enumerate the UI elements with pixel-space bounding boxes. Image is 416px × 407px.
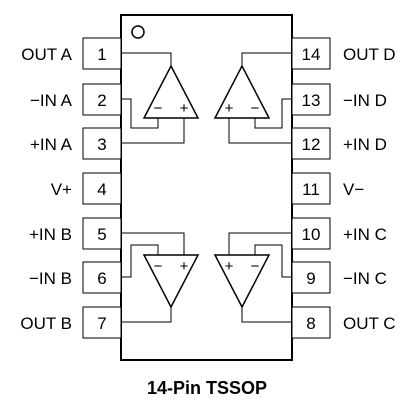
pin-label: −IN B <box>29 269 72 288</box>
pin-number: 7 <box>97 314 106 333</box>
pin-number: 14 <box>302 45 321 64</box>
pin-label: +IN A <box>30 135 73 154</box>
op-amp-d: + − <box>213 52 292 144</box>
pin-number: 5 <box>97 225 106 244</box>
op-amp-triangle <box>142 254 200 309</box>
pin-label: +IN C <box>343 225 387 244</box>
op-amp-triangle <box>213 64 271 119</box>
pin-box <box>291 306 331 339</box>
pin-3: 3 +IN A <box>30 127 122 160</box>
pin-label: OUT B <box>20 314 72 333</box>
pin-box <box>291 172 331 205</box>
pin-7: 7 OUT B <box>20 306 122 339</box>
wire-inv-a <box>121 98 159 129</box>
wire-inv-b <box>121 244 159 278</box>
pin-number: 1 <box>97 45 106 64</box>
pin-number: 9 <box>306 269 315 288</box>
package-caption: 14-Pin TSSOP <box>147 378 267 398</box>
pin-number: 12 <box>302 135 321 154</box>
pin-label: OUT A <box>21 45 72 64</box>
pin-box <box>291 217 331 250</box>
pin-8: 8 OUT C <box>291 306 396 339</box>
pin-4: 4 V+ <box>51 172 122 205</box>
pin-label: −IN A <box>30 91 73 110</box>
left-pins: 1 OUT A 2 −IN A 3 +IN A 4 V+ 5 +IN B 6 −… <box>20 37 122 339</box>
pin-label: +IN D <box>343 135 387 154</box>
pin-number: 4 <box>97 180 106 199</box>
pin-13: 13 −IN D <box>291 83 387 116</box>
wire-out-c <box>241 307 292 323</box>
plus-sign: + <box>225 258 234 275</box>
op-amp-c: + − <box>213 232 292 323</box>
pin-box <box>82 83 122 116</box>
pin-label: V+ <box>51 180 72 199</box>
pin-number: 3 <box>97 135 106 154</box>
pin-label: OUT C <box>343 314 396 333</box>
pin-box <box>82 306 122 339</box>
pin-box <box>82 127 122 160</box>
pin-box <box>82 37 122 70</box>
pin-box <box>291 261 331 294</box>
pin1-indicator <box>131 25 145 39</box>
op-amp-triangle <box>213 254 271 309</box>
pin-9: 9 −IN C <box>291 261 387 294</box>
wire-out-d <box>241 52 292 66</box>
minus-sign: − <box>251 258 260 275</box>
pin-number: 13 <box>302 91 321 110</box>
right-pins: 14 OUT D 13 −IN D 12 +IN D 11 V− 10 +IN … <box>291 37 396 339</box>
wire-noninv-c <box>228 232 292 255</box>
pin-number: 6 <box>97 269 106 288</box>
pin-label: +IN B <box>29 225 72 244</box>
pin-label: V− <box>343 180 364 199</box>
minus-sign: − <box>154 258 163 275</box>
pin-14: 14 OUT D <box>291 37 396 70</box>
pin-box <box>82 217 122 250</box>
pin-11: 11 V− <box>291 172 364 205</box>
plus-sign: + <box>180 100 189 117</box>
package-body <box>120 14 293 361</box>
pin-label: −IN D <box>343 91 387 110</box>
pin-6: 6 −IN B <box>29 261 122 294</box>
wire-noninv-a <box>121 118 185 144</box>
pin-number: 11 <box>302 180 320 199</box>
pin-box <box>82 261 122 294</box>
minus-sign: − <box>251 100 260 117</box>
pin-1: 1 OUT A <box>21 37 122 70</box>
pin-12: 12 +IN D <box>291 127 387 160</box>
pin-label: OUT D <box>343 45 396 64</box>
pin-number: 8 <box>306 314 315 333</box>
pin-10: 10 +IN C <box>291 217 387 250</box>
wire-out-a <box>121 52 172 66</box>
pin-label: −IN C <box>343 269 387 288</box>
wire-inv-d <box>254 98 292 129</box>
op-amp-a: − + <box>121 52 200 144</box>
op-amp-triangle <box>142 64 200 119</box>
wire-inv-c <box>254 244 292 278</box>
wire-noninv-d <box>228 118 292 144</box>
wire-out-b <box>121 307 172 323</box>
pin-number: 2 <box>97 91 106 110</box>
minus-sign: − <box>154 100 163 117</box>
wire-noninv-b <box>121 232 185 255</box>
pin-box <box>82 172 122 205</box>
pin-2: 2 −IN A <box>30 83 122 116</box>
plus-sign: + <box>225 100 234 117</box>
pin-5: 5 +IN B <box>29 217 122 250</box>
plus-sign: + <box>180 258 189 275</box>
op-amp-b: − + <box>121 232 200 323</box>
pin-number: 10 <box>302 225 321 244</box>
